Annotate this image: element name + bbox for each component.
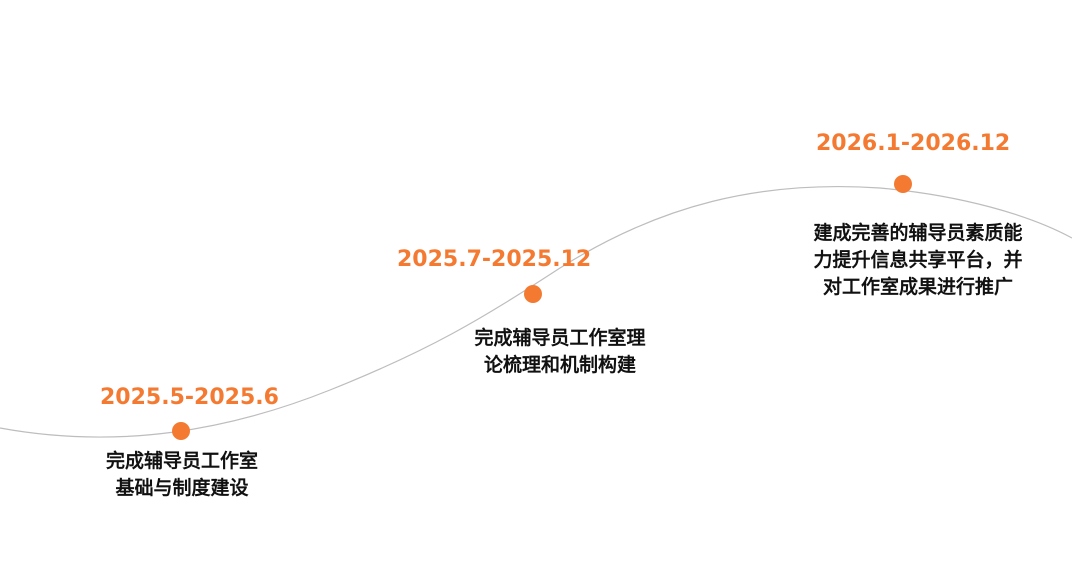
milestone-dot-1 (172, 422, 190, 440)
milestone-dot-2 (524, 285, 542, 303)
milestone-1-date: 2025.5-2025.6 (100, 385, 279, 410)
milestone-2-date: 2025.7-2025.12 (397, 247, 592, 272)
milestone-3-date: 2026.1-2026.12 (816, 131, 1011, 156)
milestone-3-description: 建成完善的辅导员素质能 力提升信息共享平台，并 对工作室成果进行推广 (778, 220, 1058, 301)
milestone-3-line-2: 力提升信息共享平台，并 (813, 248, 1023, 271)
milestone-3-line-3: 对工作室成果进行推广 (822, 275, 1013, 298)
milestone-2-description: 完成辅导员工作室理 论梳理和机制构建 (435, 325, 685, 379)
milestone-1-description: 完成辅导员工作室 基础与制度建设 (82, 448, 282, 502)
milestone-2-line-1: 完成辅导员工作室理 (474, 327, 646, 349)
milestone-3-line-1: 建成完善的辅导员素质能 (813, 222, 1023, 244)
timeline-path (0, 185, 1072, 438)
milestone-1-line-2: 基础与制度建设 (115, 476, 249, 499)
milestone-1-line-1: 完成辅导员工作室 (105, 450, 258, 472)
milestone-dot-3 (894, 175, 912, 193)
milestone-2-line-2: 论梳理和机制构建 (483, 353, 636, 376)
